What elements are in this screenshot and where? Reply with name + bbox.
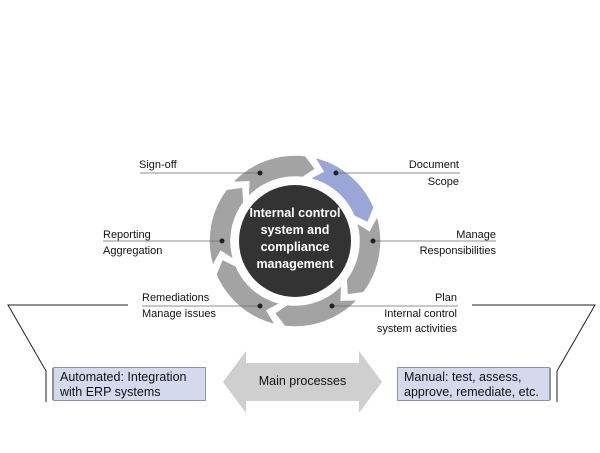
- leader-lines: [103, 170, 496, 309]
- center-title: Internal control system and compliance m…: [236, 205, 354, 273]
- center-title-line: system and: [260, 223, 330, 237]
- right-bracket-line: [472, 304, 596, 402]
- segment-remediations: [215, 258, 283, 326]
- manual-box: Manual: test, assess, approve, remediate…: [397, 367, 550, 401]
- label-reporting: Reporting: [103, 229, 151, 241]
- label-plan-line1: Internal control: [384, 308, 457, 320]
- label-responsibilities: Responsibilities: [419, 245, 496, 257]
- center-title-line: management: [256, 257, 334, 271]
- center-title-line: compliance: [260, 240, 330, 254]
- label-aggregation: Aggregation: [103, 245, 163, 257]
- leader-remediations-dot: [257, 303, 263, 309]
- label-sign-off: Sign-off: [139, 159, 177, 171]
- segment-manage: [345, 213, 382, 296]
- leader-manage-dot: [370, 238, 376, 244]
- segment-document: [307, 156, 375, 224]
- label-document: Document: [408, 159, 459, 171]
- leader-sign-off-dot: [257, 170, 263, 176]
- label-plan-line2: system activities: [376, 323, 457, 335]
- segment-reporting: [208, 186, 245, 269]
- manual-box-line: Manual: test, assess,: [404, 370, 522, 384]
- leader-reporting-dot: [219, 238, 225, 244]
- label-plan: Plan: [434, 292, 457, 304]
- center-title-line: Internal control: [249, 206, 341, 220]
- label-remediations: Remediations: [142, 292, 210, 304]
- label-manage-issues: Manage issues: [142, 308, 216, 320]
- process-cycle-ring: [208, 154, 382, 328]
- center-circle: [239, 185, 351, 297]
- label-manage: Manage: [456, 229, 496, 241]
- segment-signoff: [230, 154, 317, 200]
- automated-box-line: with ERP systems: [60, 385, 161, 399]
- main-processes-label: Main processes: [258, 374, 347, 388]
- automated-box-line: Automated: Integration: [60, 370, 187, 384]
- leader-document-dot: [333, 170, 339, 176]
- automated-box: Automated: Integration with ERP systems: [53, 367, 206, 401]
- leader-plan-dot: [329, 303, 335, 309]
- left-bracket-line: [7, 304, 128, 402]
- label-scope: Scope: [427, 176, 459, 188]
- main-processes-double-arrow: [223, 351, 382, 413]
- manual-box-line: approve, remediate, etc.: [404, 385, 539, 399]
- segment-plan: [273, 282, 360, 328]
